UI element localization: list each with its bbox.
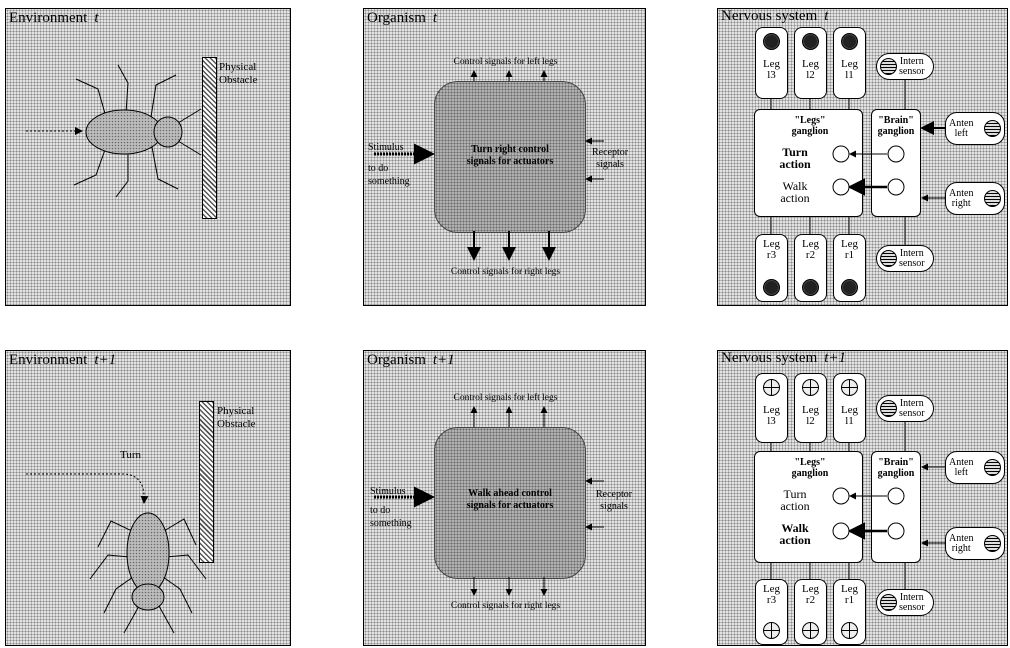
neural-connections (718, 9, 1008, 306)
organism-arrows (364, 9, 646, 306)
insect-facing-down (6, 351, 291, 646)
insect-facing-right (6, 9, 291, 306)
organism-arrows (364, 351, 646, 646)
neural-connections (718, 351, 1008, 646)
